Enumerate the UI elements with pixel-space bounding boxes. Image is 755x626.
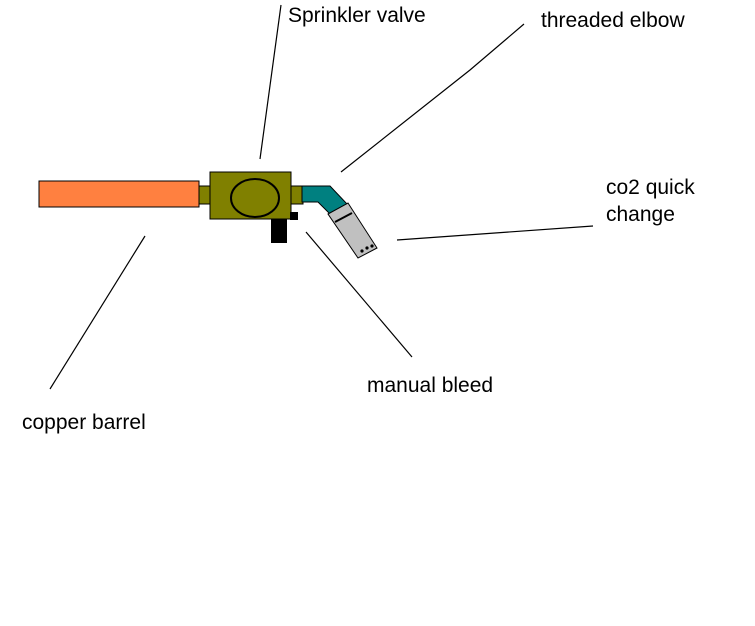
co2-quick-change-dot bbox=[365, 246, 369, 250]
co2-quick-change-label-line1: co2 quick bbox=[606, 176, 695, 199]
sprinkler-valve-label: Sprinkler valve bbox=[288, 4, 426, 27]
copper-barrel-label: copper barrel bbox=[22, 411, 146, 434]
co2-quick-change-part bbox=[327, 202, 378, 259]
manual-bleed-part bbox=[271, 219, 287, 243]
co2-quick-change-band bbox=[334, 212, 353, 223]
threaded-elbow-label: threaded elbow bbox=[541, 9, 685, 32]
co2-quick-change-dot bbox=[370, 244, 374, 248]
manual-bleed-nub bbox=[290, 212, 298, 220]
sprinkler-valve-leader-line bbox=[259, 4, 282, 160]
co2-quick-change-label-line2: change bbox=[606, 203, 675, 226]
copper-barrel-part bbox=[38, 180, 200, 208]
threaded-elbow-leader-line bbox=[340, 23, 525, 173]
co2-quick-change-leader-line bbox=[396, 225, 594, 241]
manual-bleed-label: manual bleed bbox=[367, 374, 494, 397]
copper-barrel-leader-line bbox=[49, 235, 146, 390]
barrel-coupler-part bbox=[198, 185, 211, 205]
manual-bleed-leader-line bbox=[305, 231, 413, 358]
co2-quick-change-dot bbox=[360, 249, 364, 253]
sprinkler-valve-diaphragm bbox=[230, 178, 280, 218]
valve-outlet-coupler-part bbox=[290, 185, 304, 205]
